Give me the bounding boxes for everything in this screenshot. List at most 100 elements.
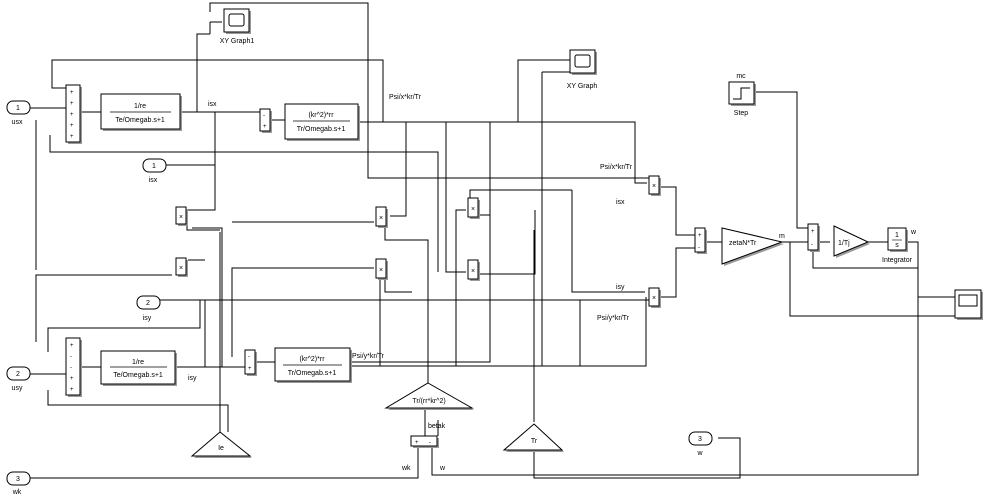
product-2[interactable]: × [175, 257, 188, 277]
sum-sign: - [248, 354, 250, 360]
outport-isx[interactable]: 1 isx [142, 158, 167, 184]
sum-sign: + [698, 233, 702, 239]
outport-isy[interactable]: 2 isy [136, 295, 161, 322]
xy-graph-block[interactable]: XY Graph [567, 49, 598, 90]
port-number: 1 [152, 163, 156, 170]
outport-w[interactable]: 3 w [688, 431, 713, 457]
sum-sign: - [263, 113, 265, 119]
block-text: × [652, 183, 656, 190]
sum-sign: + [70, 101, 74, 107]
sum-sign: + [70, 123, 74, 129]
step-label: Step [734, 110, 749, 117]
block-text: Ie [218, 445, 224, 452]
block-text: (kr^2)*rr [308, 112, 334, 119]
signal-label-isx: isx [208, 101, 217, 108]
sum-psix[interactable]: - + [259, 108, 272, 133]
block-text: s [895, 242, 899, 249]
block-text: × [471, 268, 475, 275]
signal-label-m: m [779, 233, 785, 240]
signal-label-psiy-bottom: Psi/y*kr/Tr [597, 315, 630, 322]
sum-sign: + [70, 376, 74, 382]
block-text: Tr/(rr*kr^2) [412, 398, 445, 405]
block-text: × [179, 265, 183, 272]
gain-torque[interactable]: zetaN*Tr [721, 227, 784, 266]
signal-label-isx-right: isx [616, 199, 625, 206]
sum-sign: + [248, 366, 252, 372]
block-text: Te/Omegab.s+1 [113, 372, 163, 379]
signal-label-betak: betak [428, 423, 446, 430]
scope-screen-icon [228, 13, 245, 27]
gain-inertia[interactable]: 1/Tj [833, 225, 870, 258]
sum-psiy[interactable]: - + [244, 349, 257, 376]
inport-usy[interactable]: 2 usy [6, 366, 31, 392]
port-label: isx [149, 177, 158, 184]
product-5[interactable]: × [467, 197, 480, 219]
tf-isx[interactable]: 1/re Te/Omegab.s+1 [100, 93, 182, 131]
step-icon-label: mc [736, 73, 746, 80]
product-6[interactable]: × [467, 259, 480, 281]
tf-isy[interactable]: 1/re Te/Omegab.s+1 [100, 350, 177, 386]
product-3[interactable]: × [375, 206, 388, 228]
signal-label-w-sum: w [439, 465, 446, 472]
port-number: 2 [16, 371, 20, 378]
port-number: 1 [16, 105, 20, 112]
xy-graph-label: XY Graph [567, 83, 598, 90]
scope-screen-icon [574, 54, 591, 68]
gain-tr[interactable]: Tr [502, 423, 564, 452]
signal-label-isy: isy [188, 375, 197, 382]
block-text: × [652, 295, 656, 302]
step-block[interactable]: mc Step [728, 73, 756, 117]
block-text: Tr/Omegab.s+1 [297, 126, 346, 133]
scope-block[interactable] [954, 289, 983, 320]
sum-sign: + [70, 343, 74, 349]
block-text: × [179, 214, 183, 221]
scope-screen-icon [958, 294, 978, 307]
product-1[interactable]: × [175, 206, 188, 226]
block-text: Te/Omegab.s+1 [115, 117, 165, 124]
block-text: zetaN*Tr [729, 240, 757, 247]
xy-graph1-block[interactable]: XY Graph1 [220, 8, 255, 45]
xy-graph1-label: XY Graph1 [220, 38, 255, 45]
inport-wk[interactable]: 3 wk [6, 471, 31, 496]
product-8[interactable]: × [648, 287, 661, 308]
block-text: 1/Tj [838, 240, 850, 247]
block-text: Tr/Omegab.s+1 [288, 370, 337, 377]
block-text: 1/re [134, 103, 146, 110]
sum-wk[interactable]: + - [410, 435, 439, 448]
sum-isy[interactable]: + - - + + [65, 337, 82, 397]
sum-sign: - [70, 365, 72, 371]
integrator-block[interactable]: 1 s Integrator [882, 227, 913, 264]
block-text: × [379, 267, 383, 274]
port-number: 3 [698, 436, 702, 443]
product-4[interactable]: × [375, 258, 388, 280]
block-text: 1 [895, 232, 899, 239]
sum-sign: + [70, 112, 74, 118]
port-label: isy [143, 315, 152, 322]
signal-label-psix-top: Psi/x*kr/Tr [389, 94, 422, 101]
sum-torque[interactable]: + - [694, 227, 707, 254]
sum-sign: + [70, 387, 74, 393]
sum-isx[interactable]: + + + + + [65, 84, 82, 144]
inport-usx[interactable]: 1 usx [6, 100, 31, 126]
sum-sign: + [70, 134, 74, 140]
sum-sign: + [263, 124, 267, 130]
tf-psiy[interactable]: (kr^2)*rr Tr/Omegab.s+1 [274, 347, 352, 383]
signal-label-psix-mid: Psi/x*kr/Tr [600, 164, 633, 171]
product-7[interactable]: × [648, 175, 661, 196]
port-label: w [696, 450, 703, 457]
port-label: usx [12, 119, 23, 126]
block-text: 1/re [132, 359, 144, 366]
integrator-label: Integrator [882, 257, 913, 264]
block-text: (kr^2)*rr [299, 356, 325, 363]
port-label: wk [12, 489, 22, 496]
sum-sign: - [698, 245, 700, 251]
signal-label-isy-right: isy [616, 284, 625, 291]
sum-sign: - [429, 440, 431, 446]
gain-ie[interactable]: Ie [190, 431, 252, 458]
block-text: × [379, 215, 383, 222]
port-label: usy [12, 385, 23, 392]
sum-sign: + [70, 90, 74, 96]
gain-coupling[interactable]: Tr/(rr*kr^2) [384, 382, 474, 410]
sum-acceleration[interactable]: + - [807, 223, 820, 252]
tf-psix[interactable]: (kr^2)*rr Tr/Omegab.s+1 [284, 103, 360, 141]
